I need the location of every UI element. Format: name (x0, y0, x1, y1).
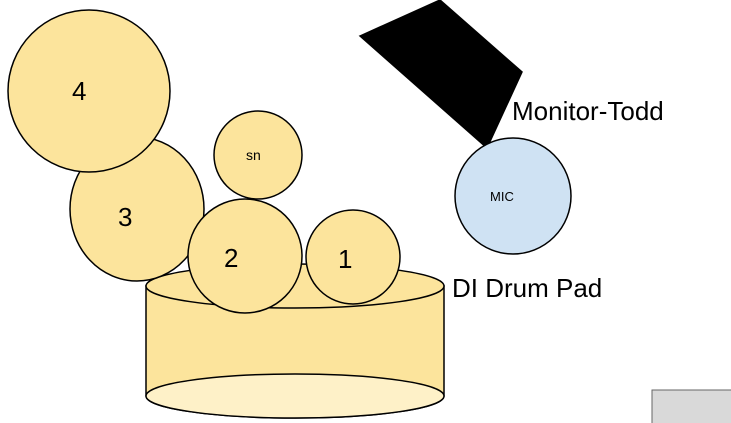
tom-3-label: 3 (118, 202, 132, 232)
monitor-label: Monitor-Todd (512, 96, 664, 126)
kick-drum (145, 263, 445, 419)
snare: sn (213, 110, 303, 200)
tom-4-label: 4 (72, 76, 86, 106)
tom-2-label: 2 (224, 243, 238, 273)
monitor-wedge-shape (358, 0, 523, 150)
kick-drum-bottom-head (145, 373, 445, 419)
di-drum-pad-label: DI Drum Pad (452, 273, 602, 303)
snare-label: sn (246, 147, 261, 163)
tom-2: 2 (187, 198, 303, 314)
tom-3: 3 (69, 136, 205, 282)
mic-circle (454, 137, 572, 255)
tom-1-circle (305, 209, 401, 305)
snare-circle (213, 110, 303, 200)
tom-4-circle (7, 9, 171, 173)
monitor-wedge: Monitor-Todd (358, 0, 664, 150)
tom-2-circle (187, 198, 303, 314)
tom-1: 1 (305, 209, 401, 305)
tom-1-label: 1 (338, 244, 352, 274)
microphone: MIC (454, 137, 572, 255)
mic-label: MIC (490, 189, 514, 204)
tom-4: 4 (7, 9, 171, 173)
grey-box (651, 389, 731, 423)
